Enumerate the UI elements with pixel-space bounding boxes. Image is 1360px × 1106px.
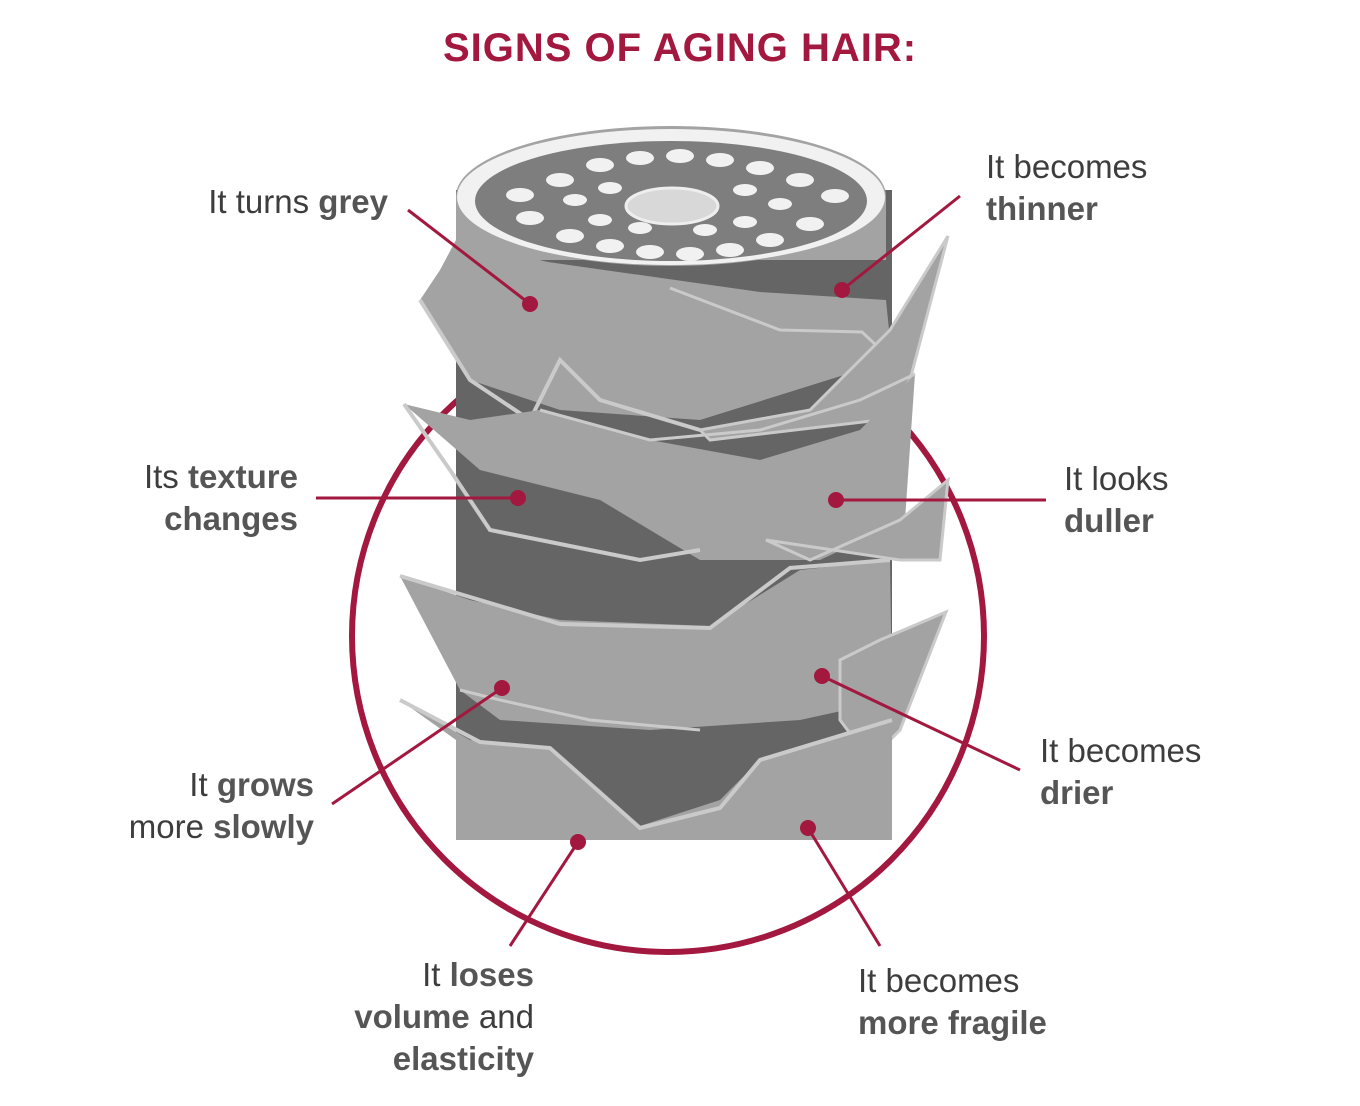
label-grey-keyword: grey: [318, 183, 388, 220]
label-duller-prefix: It looks: [1064, 460, 1169, 497]
dot-fragile: [800, 820, 816, 836]
label-volume-keyword-3: elasticity: [392, 1040, 534, 1077]
label-slowly-keyword: grows: [216, 766, 314, 803]
label-volume: It loses volume and elasticity: [260, 954, 534, 1080]
medulla: [624, 186, 720, 226]
label-volume-middle: and: [469, 998, 534, 1035]
dot-drier: [814, 668, 830, 684]
label-fragile-keyword: more fragile: [858, 1004, 1047, 1041]
label-texture: Its texture changes: [80, 456, 298, 540]
label-drier-keyword: drier: [1040, 774, 1114, 811]
label-fragile-prefix: It becomes: [858, 962, 1020, 999]
label-thinner: It becomes thinner: [986, 146, 1147, 230]
label-drier: It becomes drier: [1040, 730, 1201, 814]
page-title: SIGNS OF AGING HAIR:: [442, 26, 918, 70]
dot-slowly: [494, 680, 510, 696]
label-volume-prefix: It: [422, 956, 450, 993]
label-duller-keyword: duller: [1064, 502, 1154, 539]
label-duller: It looks duller: [1064, 458, 1169, 542]
dot-volume: [570, 834, 586, 850]
hair-shaft: [399, 126, 950, 840]
label-volume-keyword-2: volume: [354, 998, 470, 1035]
label-texture-keyword-2: changes: [164, 500, 298, 537]
label-slowly-middle: more: [128, 808, 214, 845]
label-fragile: It becomes more fragile: [858, 960, 1047, 1044]
label-texture-prefix: Its: [143, 458, 188, 495]
dot-texture: [510, 490, 526, 506]
label-slowly: It grows more slowly: [60, 764, 314, 848]
dot-duller: [828, 492, 844, 508]
label-texture-keyword: texture: [187, 458, 298, 495]
label-volume-keyword: loses: [449, 956, 534, 993]
label-thinner-prefix: It becomes: [986, 148, 1148, 185]
label-drier-prefix: It becomes: [1040, 732, 1202, 769]
label-thinner-keyword: thinner: [986, 190, 1098, 227]
label-slowly-prefix: It: [189, 766, 217, 803]
label-slowly-keyword-2: slowly: [213, 808, 314, 845]
dot-grey: [522, 296, 538, 312]
label-grey-prefix: It turns: [208, 183, 319, 220]
label-grey: It turns grey: [130, 181, 388, 223]
dot-thinner: [834, 282, 850, 298]
